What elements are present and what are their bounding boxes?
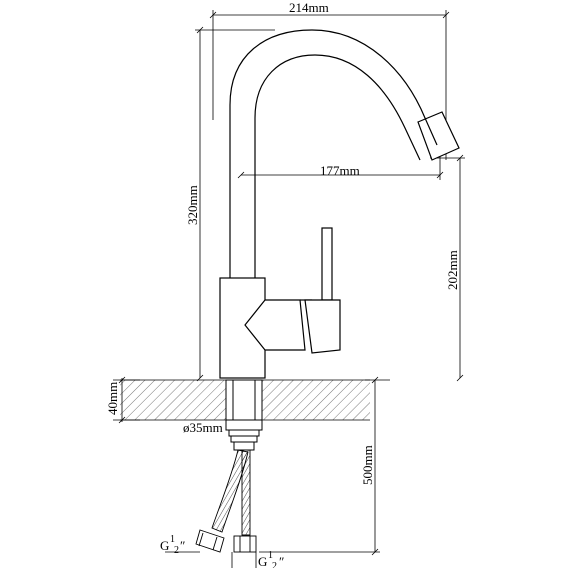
thread-callout-left: G 1 2 ″	[160, 534, 200, 556]
dimension-hose-length	[259, 376, 390, 556]
flexible-hoses	[195, 449, 257, 553]
hose-length-label: 500mm	[360, 445, 375, 485]
deck-thickness-label: 40mm	[105, 382, 120, 415]
svg-text:1: 1	[170, 534, 175, 545]
faucet-body	[219, 29, 460, 379]
svg-text:″: ″	[279, 554, 284, 568]
spout-height-label: 202mm	[445, 250, 460, 290]
spout-reach-label: 177mm	[320, 163, 360, 178]
overall-height-label: 320mm	[185, 185, 200, 225]
mounting-nut	[225, 419, 263, 451]
svg-text:2: 2	[272, 561, 277, 568]
mounting-diameter-label: ø35mm	[183, 420, 223, 435]
svg-text:2: 2	[174, 545, 179, 556]
countertop	[120, 379, 370, 421]
svg-text:G: G	[160, 538, 169, 553]
thread-callout-right: G 1 2 ″	[231, 550, 284, 568]
overall-width-label: 214mm	[289, 0, 329, 15]
svg-text:″: ″	[180, 538, 185, 553]
svg-text:G: G	[258, 554, 267, 568]
svg-text:1: 1	[268, 550, 273, 561]
dimension-deck-thickness	[113, 376, 140, 424]
dimension-overall-width	[209, 10, 450, 160]
dimension-overall-height	[195, 26, 275, 382]
